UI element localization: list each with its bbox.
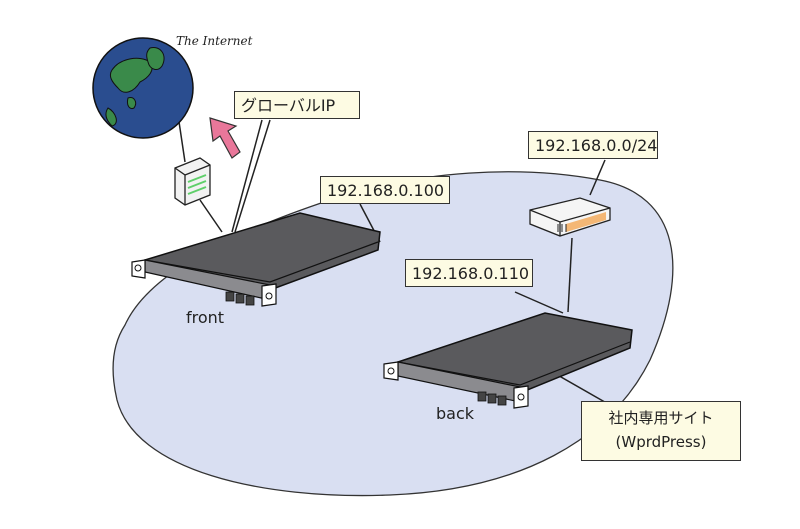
global-ip-leader-2 [234, 119, 271, 233]
modem-to-front-line [199, 199, 223, 233]
back-ip-leader [514, 291, 564, 314]
back-server-icon [383, 312, 633, 409]
global-ip-leader [231, 119, 263, 233]
internet-label: The Internet [176, 34, 253, 48]
front-server-icon [131, 212, 381, 307]
network-leader [589, 159, 606, 196]
site-label: 社内専用サイト (WprdPress) [581, 401, 741, 461]
site-label-line1: 社内専用サイト [608, 409, 714, 427]
network-cidr-label: 192.168.0.0/24 [528, 131, 658, 159]
back-ip-label: 192.168.0.110 [405, 259, 533, 287]
router-to-back-line [567, 237, 573, 313]
router-icon [529, 197, 611, 237]
global-ip-label: グローバルIP [234, 91, 360, 119]
front-ip-label: 192.168.0.100 [320, 176, 450, 204]
upload-arrow-icon [209, 117, 241, 159]
globe-icon [92, 37, 194, 139]
site-label-line2: (WprdPress) [615, 433, 707, 451]
back-server-name: back [436, 404, 475, 423]
modem-icon [174, 157, 211, 206]
front-server-name: front [186, 308, 225, 327]
